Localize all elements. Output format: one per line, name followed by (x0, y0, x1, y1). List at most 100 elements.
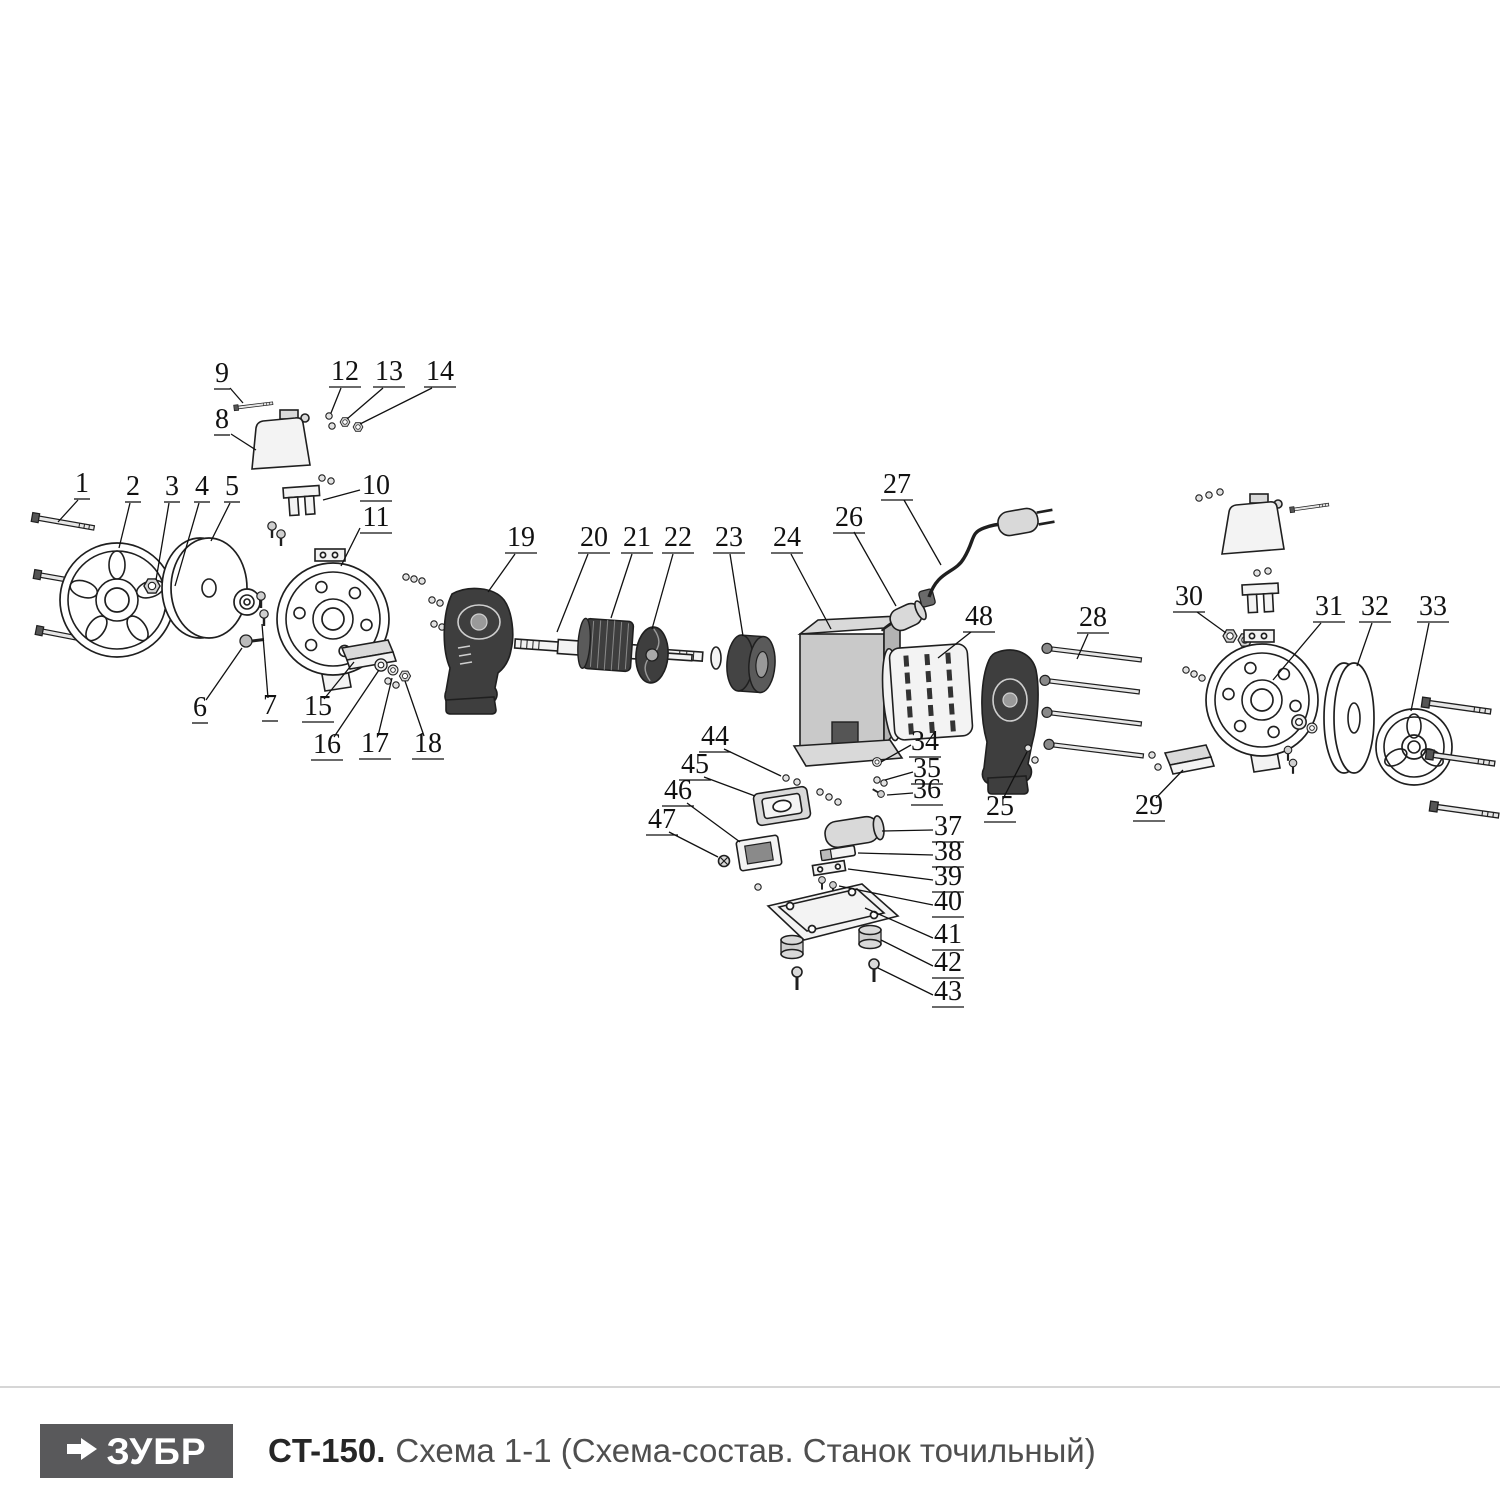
part-35-washers (873, 776, 888, 787)
part-number-36: 36 (913, 774, 941, 805)
leader-line-9 (229, 387, 244, 404)
leader-line-47 (668, 831, 719, 858)
leader-line-26 (853, 531, 897, 607)
leader-line-4 (174, 502, 200, 587)
brand-name: ЗУБР (106, 1430, 207, 1472)
leader-line-43 (877, 967, 934, 996)
exploded-view-diagram: 1234567891011121314151617181920212223242… (30, 356, 1500, 1008)
model-number: CT-150. (268, 1432, 386, 1469)
part-number-39: 39 (934, 861, 962, 892)
part-32-grinding-wheel-right (1323, 662, 1375, 774)
part-42-rubber-feet (780, 924, 882, 960)
part-29-tool-rest-right (1148, 744, 1216, 775)
part-44-screws (782, 774, 801, 786)
leader-line-7 (261, 623, 269, 699)
leader-line-17 (377, 677, 393, 737)
leader-line-28 (1076, 633, 1089, 660)
leader-line-39 (847, 868, 934, 881)
leader-line-21 (610, 553, 633, 619)
part-number-4: 4 (195, 471, 209, 502)
leader-line-10 (322, 489, 361, 501)
leader-line-45 (703, 776, 756, 797)
bracket-right (1241, 567, 1280, 614)
part-47-screw (717, 854, 762, 891)
leader-line-23 (729, 553, 744, 637)
misc-screws-right (1182, 666, 1206, 682)
leader-line-25 (1002, 751, 1028, 800)
leader-line-30 (1196, 611, 1227, 634)
housing-right (981, 649, 1039, 795)
part-number-1: 1 (75, 468, 89, 499)
part-11-wheel-guard-left (276, 548, 390, 692)
part-number-3: 3 (165, 471, 179, 502)
part-number-17: 17 (361, 728, 389, 759)
part-number-21: 21 (623, 522, 651, 553)
part-36-screw (870, 785, 887, 800)
part-number-47: 47 (648, 804, 676, 835)
leader-line-5 (210, 502, 231, 542)
part-5-grinding-wheel-left (161, 537, 248, 639)
part-31-wheel-guard-right (1205, 629, 1319, 773)
part-number-23: 23 (715, 522, 743, 553)
part-26-capacitor-small (880, 600, 927, 632)
part-number-34: 34 (911, 726, 939, 757)
leader-line-31 (1272, 622, 1322, 681)
leader-line-6 (205, 647, 243, 701)
part-number-12: 12 (331, 356, 359, 387)
brand-logo: ЗУБР (40, 1424, 233, 1478)
part-number-29: 29 (1135, 790, 1163, 821)
leader-line-15 (323, 661, 355, 700)
spark-guard-right (1195, 488, 1330, 555)
part-27-power-cord-plug (918, 507, 1055, 608)
leader-line-29 (1155, 769, 1184, 799)
part-8-spark-guard-left (251, 409, 311, 470)
part-number-31: 31 (1315, 591, 1343, 622)
part-number-11: 11 (363, 502, 390, 533)
leader-line-20 (556, 553, 589, 633)
part-number-30: 30 (1175, 581, 1203, 612)
part-2-flange-cover-left (59, 542, 175, 658)
part-number-27: 27 (883, 469, 911, 500)
part-number-25: 25 (986, 791, 1014, 822)
part-number-2: 2 (126, 471, 140, 502)
part-number-8: 8 (215, 404, 229, 435)
leader-line-8 (230, 433, 257, 451)
leader-line-1 (57, 499, 79, 523)
leader-line-19 (487, 553, 516, 593)
part-3-nut (143, 578, 161, 594)
leader-line-46 (686, 802, 741, 843)
part-19-housing-left (443, 587, 514, 715)
zubr-arrow-icon (66, 1436, 98, 1467)
part-number-14: 14 (426, 356, 454, 387)
leader-line-40 (838, 885, 934, 906)
diagram-caption: CT-150. Схема 1-1 (Схема-состав. Станок … (268, 1424, 1096, 1478)
bearing-left (233, 588, 261, 616)
part-number-44: 44 (701, 721, 729, 752)
leader-line-34 (880, 744, 912, 763)
part-number-19: 19 (507, 522, 535, 553)
part-number-41: 41 (934, 919, 962, 950)
switch-screws (816, 788, 842, 806)
leader-line-13 (346, 387, 384, 420)
part-16-washer (374, 658, 388, 672)
leader-line-3 (155, 502, 170, 581)
leader-line-38 (857, 852, 934, 856)
part-number-10: 10 (362, 470, 390, 501)
part-37-capacitor (824, 815, 885, 849)
leader-line-27 (903, 499, 942, 566)
part-number-33: 33 (1419, 591, 1447, 622)
part-17-washer (387, 664, 399, 676)
part-46-switch-frame (735, 834, 783, 872)
leader-line-44 (723, 748, 782, 777)
leader-line-35 (884, 771, 914, 781)
part-number-46: 46 (664, 775, 692, 806)
part-number-5: 5 (225, 471, 239, 502)
part-number-9: 9 (215, 358, 229, 389)
leader-line-16 (333, 669, 380, 738)
part-22-fan (635, 626, 693, 684)
leader-line-33 (1410, 622, 1430, 712)
part-15-tool-rest-left (340, 639, 398, 670)
part-number-16: 16 (313, 729, 341, 760)
part-13-nut (339, 417, 351, 427)
